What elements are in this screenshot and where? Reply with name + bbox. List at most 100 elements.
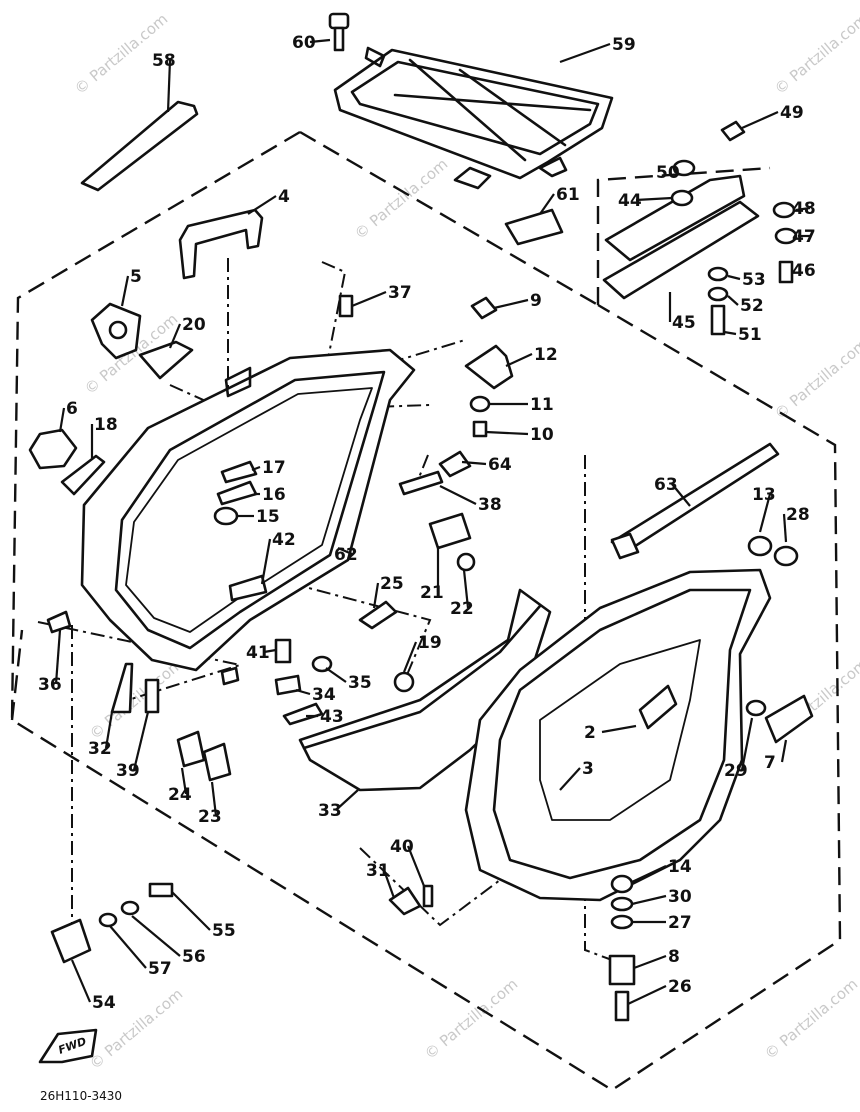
leader-line (673, 169, 679, 173)
callout-37: 37 (351, 283, 412, 308)
watermark: © Partzilla.com (86, 655, 186, 743)
callout-23: 23 (198, 781, 222, 827)
callout-45: 45 (668, 292, 696, 333)
callout-label: 50 (656, 163, 680, 183)
leader-line (337, 546, 353, 556)
callout-label: 39 (116, 761, 140, 781)
callout-6: 6 (58, 399, 78, 433)
callout-label: 33 (318, 801, 342, 821)
callout-label: 58 (152, 51, 176, 71)
leader-line (758, 493, 772, 533)
diagram-code: 26H110-3430 (40, 1089, 122, 1103)
leader-line (780, 739, 788, 763)
callout-label: 6 (66, 399, 78, 419)
callout-label: 14 (668, 857, 692, 877)
mount-bracket (602, 120, 798, 336)
leader-line (727, 295, 739, 306)
callout-48: 48 (792, 199, 816, 219)
callout-label: 29 (724, 761, 748, 781)
callout-label: 64 (488, 455, 512, 475)
leader-line (782, 513, 788, 543)
leader-line (601, 724, 637, 734)
callout-35: 35 (325, 667, 372, 693)
callout-label: 10 (530, 425, 554, 445)
callout-30: 30 (631, 887, 692, 907)
watermark: © Partzilla.com (761, 975, 860, 1063)
leader-line (351, 290, 387, 308)
callout-label: 45 (672, 313, 696, 333)
callout-22: 22 (450, 569, 474, 619)
leader-line (627, 985, 667, 1005)
leader-line (251, 465, 261, 472)
callout-label: 37 (388, 283, 412, 303)
watermark: © Partzilla.com (771, 10, 860, 98)
callout-label: 16 (262, 485, 286, 505)
leader-line (635, 196, 673, 202)
callout-label: 30 (668, 887, 692, 907)
leader-line (109, 925, 147, 969)
bracket-hardware (338, 294, 514, 438)
callout-label: 40 (390, 837, 414, 857)
callout-label: 31 (366, 861, 390, 881)
grommets (747, 535, 799, 567)
callout-33: 33 (318, 789, 359, 821)
strap (80, 100, 199, 192)
callout-39: 39 (116, 711, 150, 781)
latch-parts (398, 450, 472, 496)
callout-56: 56 (131, 915, 206, 967)
callout-label: 18 (94, 415, 118, 435)
small-hardware (213, 460, 268, 686)
callout-label: 35 (348, 673, 372, 693)
leader-line (741, 110, 779, 130)
watermark: © Partzilla.com (771, 335, 860, 423)
leader-line (671, 483, 691, 507)
leader-line (505, 353, 533, 367)
leader-line (406, 845, 426, 887)
clip (60, 454, 106, 496)
callout-10: 10 (485, 425, 554, 445)
callout-label: 20 (182, 315, 206, 335)
callout-14: 14 (631, 857, 692, 883)
callout-43: 43 (306, 707, 344, 727)
leader-line (335, 789, 359, 811)
callout-52: 52 (727, 295, 764, 316)
plate (138, 340, 194, 380)
callout-11: 11 (488, 395, 554, 415)
callout-label: 43 (320, 707, 344, 727)
callout-24: 24 (168, 767, 192, 805)
leader-line (120, 275, 130, 307)
callout-label: 60 (292, 33, 316, 53)
callout-label: 21 (420, 583, 444, 603)
callout-label: 38 (478, 495, 502, 515)
leader-line (171, 891, 211, 931)
callout-label: 63 (654, 475, 678, 495)
leader-line (493, 298, 529, 310)
callout-label: 8 (668, 947, 680, 967)
label-plate (504, 208, 564, 246)
callout-32: 32 (88, 711, 114, 759)
callout-label: 54 (92, 993, 116, 1013)
support-rod (610, 442, 780, 560)
callout-label: 12 (534, 345, 558, 365)
callout-47: 47 (792, 227, 816, 247)
callout-61: 61 (539, 185, 580, 215)
mount-stack (608, 874, 636, 1022)
callout-59: 59 (559, 35, 636, 64)
callout-label: 26 (668, 977, 692, 997)
leader-line (402, 641, 418, 673)
lock-cylinder (28, 428, 78, 470)
callout-17: 17 (251, 458, 286, 478)
callout-62: 62 (334, 545, 358, 565)
callout-44: 44 (618, 191, 673, 211)
callout-label: 48 (792, 199, 816, 219)
callout-label: 2 (584, 723, 596, 743)
leader-line (58, 407, 66, 433)
callout-label: 61 (556, 185, 580, 205)
callout-label: 59 (612, 35, 636, 55)
lower-hardware (274, 512, 476, 726)
leader-line (210, 781, 218, 817)
callout-49: 49 (741, 103, 804, 130)
leader-line (727, 274, 741, 281)
leader-line (168, 323, 182, 349)
